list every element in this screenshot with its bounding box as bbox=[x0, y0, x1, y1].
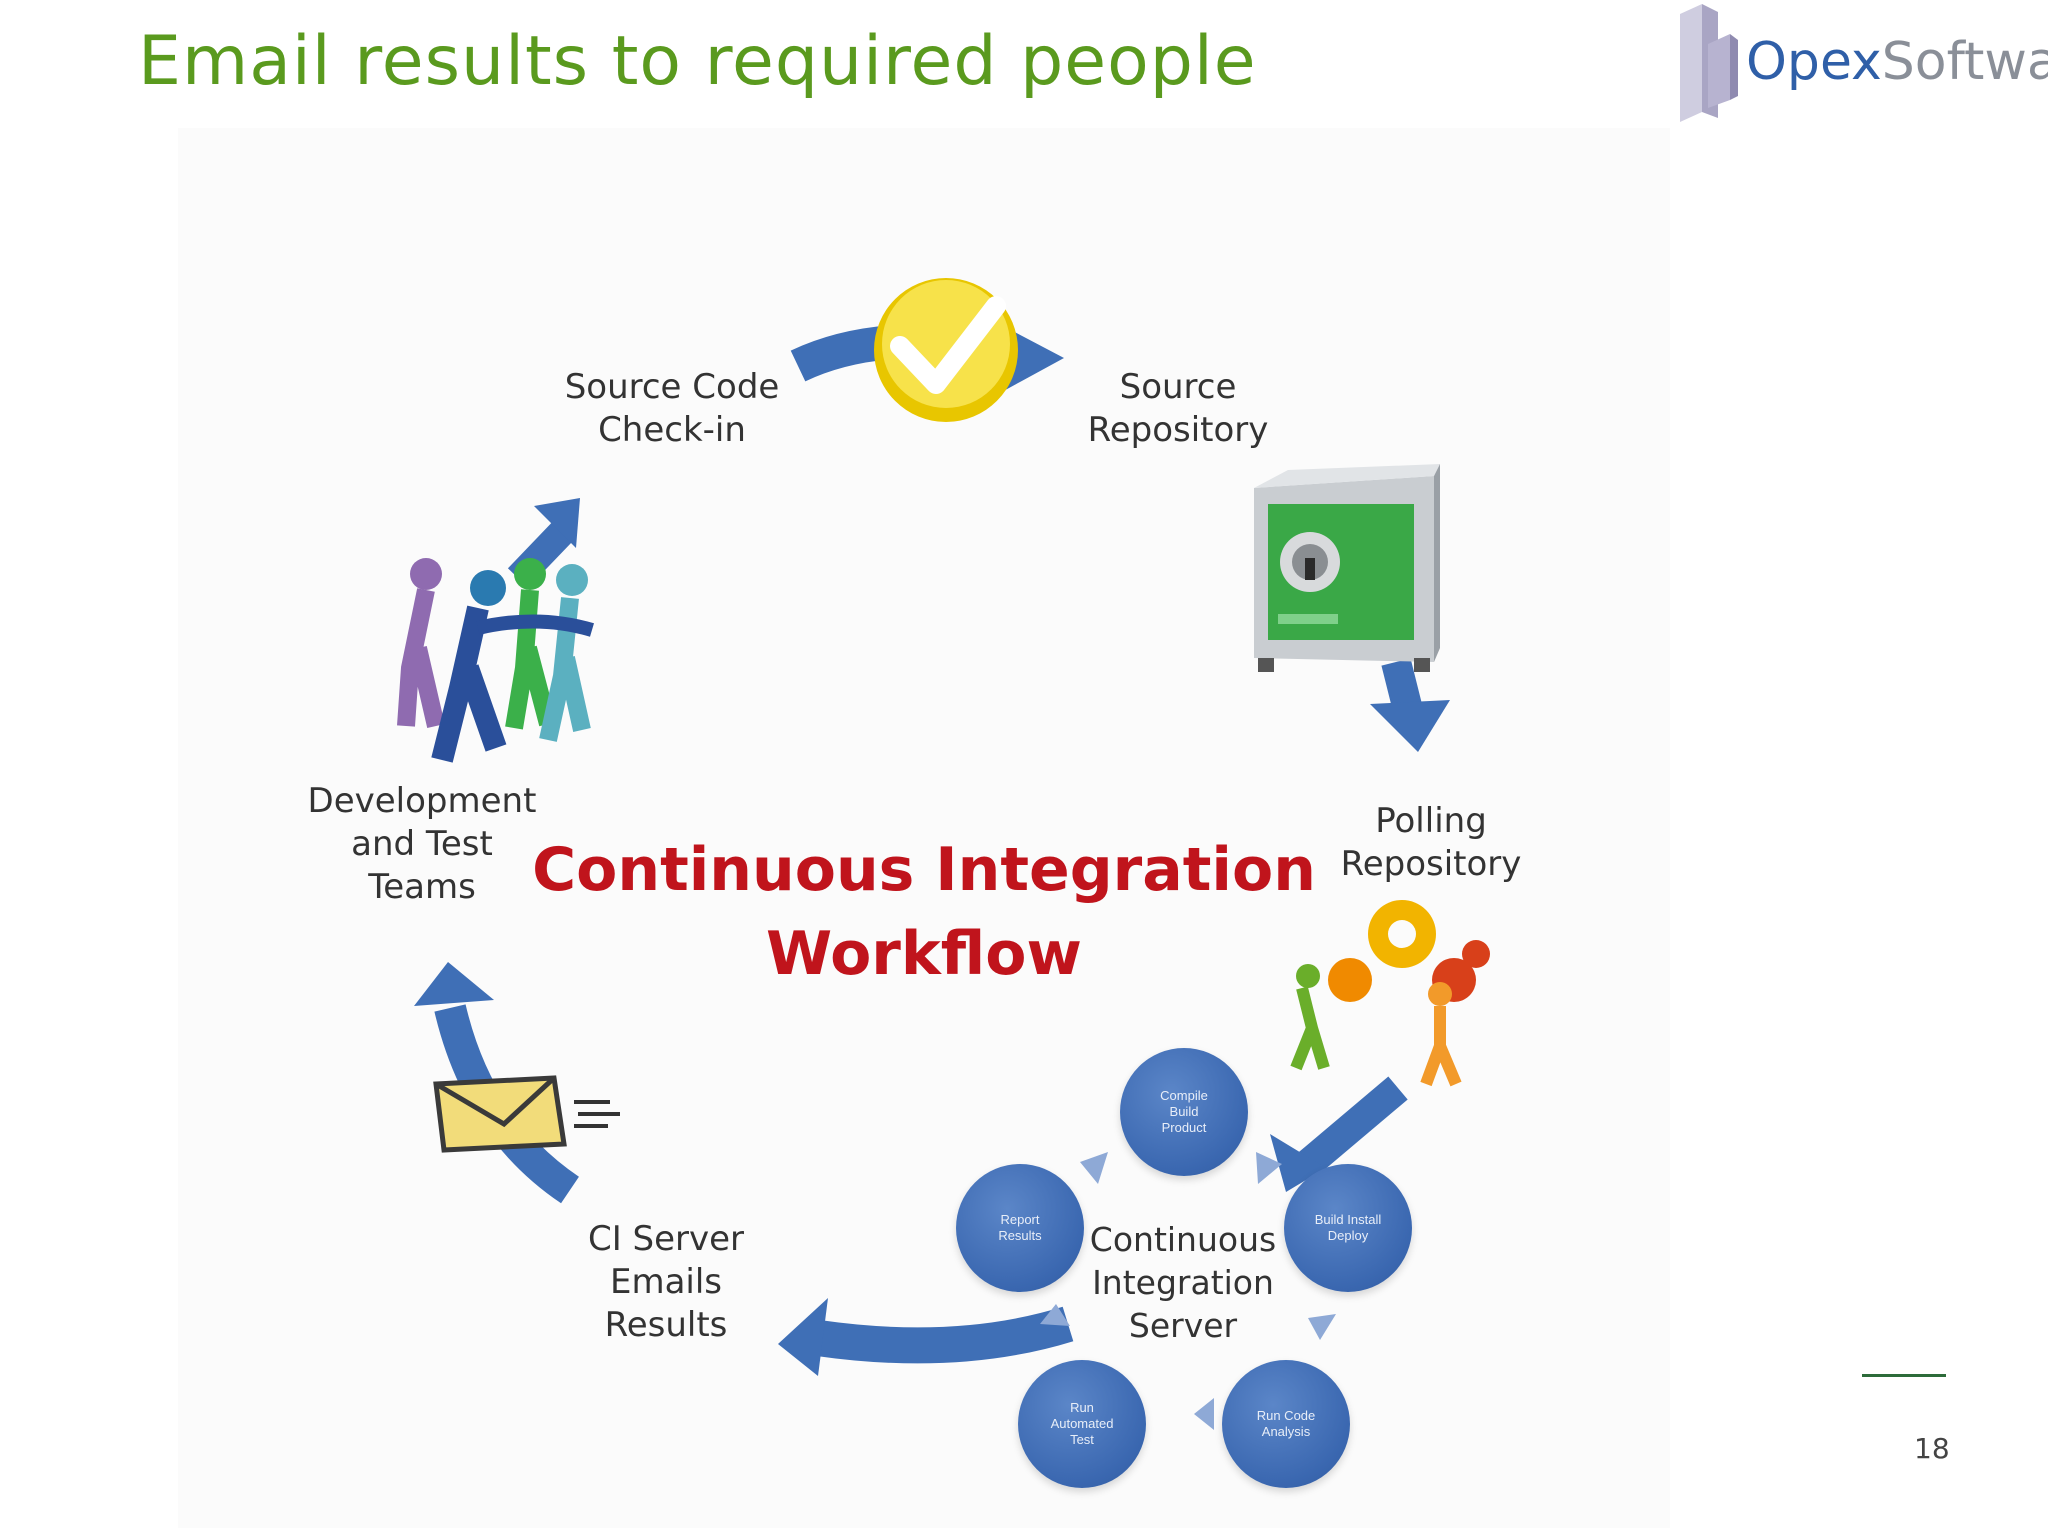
safe-icon bbox=[1254, 464, 1440, 672]
arrow-head-teams bbox=[414, 962, 494, 1006]
ci-workflow-diagram: Source Code Check-in Source Repository P… bbox=[178, 128, 1670, 1528]
step-report-results: Report Results bbox=[956, 1164, 1084, 1292]
arrow-head-polling bbox=[1370, 700, 1450, 752]
arrow-server-to-emails bbox=[815, 1306, 1074, 1364]
envelope-icon bbox=[433, 1075, 620, 1153]
arrow-head-server bbox=[1270, 1134, 1326, 1192]
team-people-icon bbox=[397, 558, 594, 763]
label-dev-test-teams: Development and Test Teams bbox=[307, 781, 537, 907]
arrow-polling-to-server bbox=[1298, 1076, 1408, 1176]
diagram-title: Continuous Integration Workflow bbox=[532, 835, 1316, 989]
label-source-repository: Source Repository bbox=[1087, 367, 1269, 450]
ci-server-label: Continuous Integration Server bbox=[1089, 1220, 1277, 1345]
label-ci-server-emails: CI Server Emails Results bbox=[587, 1219, 745, 1345]
company-logo: OpexSoftware bbox=[1674, 4, 2048, 124]
footer-rule bbox=[1862, 1374, 1946, 1377]
arrow-head-emails bbox=[778, 1298, 828, 1376]
step-run-automated-test: Run Automated Test bbox=[1018, 1360, 1146, 1488]
workflow-arrows bbox=[397, 278, 1490, 1430]
arrow-head-checkin bbox=[534, 498, 580, 548]
logo-text-software: Software bbox=[1881, 32, 2048, 92]
logo-text-opex: Opex bbox=[1746, 32, 1882, 92]
gears-people-icon bbox=[1290, 900, 1490, 1087]
label-source-code-checkin: Source Code Check-in bbox=[564, 367, 780, 450]
slide-title: Email results to required people bbox=[138, 22, 1257, 101]
server-cycle-arrows bbox=[1040, 1152, 1336, 1430]
step-run-code-analysis: Run Code Analysis bbox=[1222, 1360, 1350, 1488]
checkmark-badge-icon bbox=[874, 278, 1018, 422]
step-compile-build: Compile Build Product bbox=[1120, 1048, 1248, 1176]
logo-mark-icon bbox=[1680, 4, 1738, 122]
step-build-install-deploy: Build Install Deploy bbox=[1284, 1164, 1412, 1292]
page-number: 18 bbox=[1914, 1432, 1950, 1465]
label-polling-repository: Polling Repository bbox=[1340, 801, 1522, 884]
